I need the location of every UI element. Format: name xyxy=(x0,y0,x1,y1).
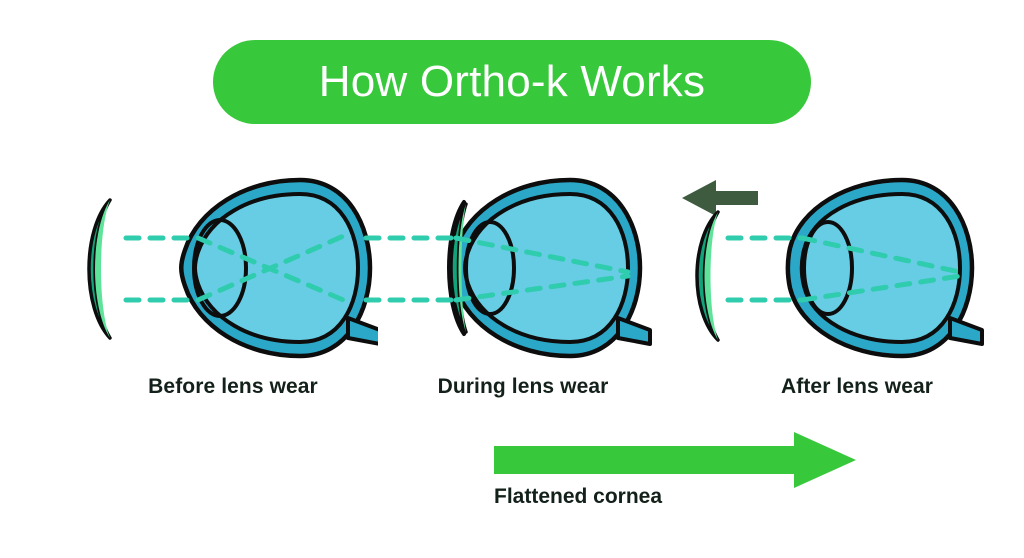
eyeball-icon xyxy=(179,177,378,359)
optic-nerve-icon xyxy=(616,316,652,346)
stage-label-after-lens-wear: After lens wear xyxy=(780,375,934,398)
flattened-cornea-caption: Flattened cornea xyxy=(494,485,663,508)
light-rays xyxy=(363,235,631,303)
eyeball-icon xyxy=(785,177,984,359)
eyeball-icon xyxy=(449,177,652,359)
arrow-right-icon xyxy=(494,432,856,488)
crystalline-lens-icon xyxy=(464,220,516,316)
stage-before-lens-wear xyxy=(48,168,378,368)
optic-nerve-icon xyxy=(346,316,378,346)
page-title: How Ortho-k Works xyxy=(318,57,706,106)
contact-lens-icon xyxy=(87,198,112,340)
contact-lens-icon xyxy=(695,210,720,342)
stage-during-lens-wear xyxy=(360,168,690,368)
stage-after-lens-wear xyxy=(668,168,998,368)
light-rays xyxy=(123,231,351,305)
title-pill: How Ortho-k Works xyxy=(213,40,811,124)
stage-label-before-lens-wear: Before lens wear xyxy=(148,375,318,398)
crystalline-lens-icon xyxy=(802,220,854,316)
arrow-left-icon xyxy=(682,180,758,216)
stage-label-during-lens-wear: During lens wear xyxy=(437,375,609,398)
crystalline-lens-icon xyxy=(192,218,248,318)
light-rays xyxy=(725,235,963,303)
optic-nerve-icon xyxy=(948,316,984,346)
flattening-progress-arrow xyxy=(494,432,856,494)
